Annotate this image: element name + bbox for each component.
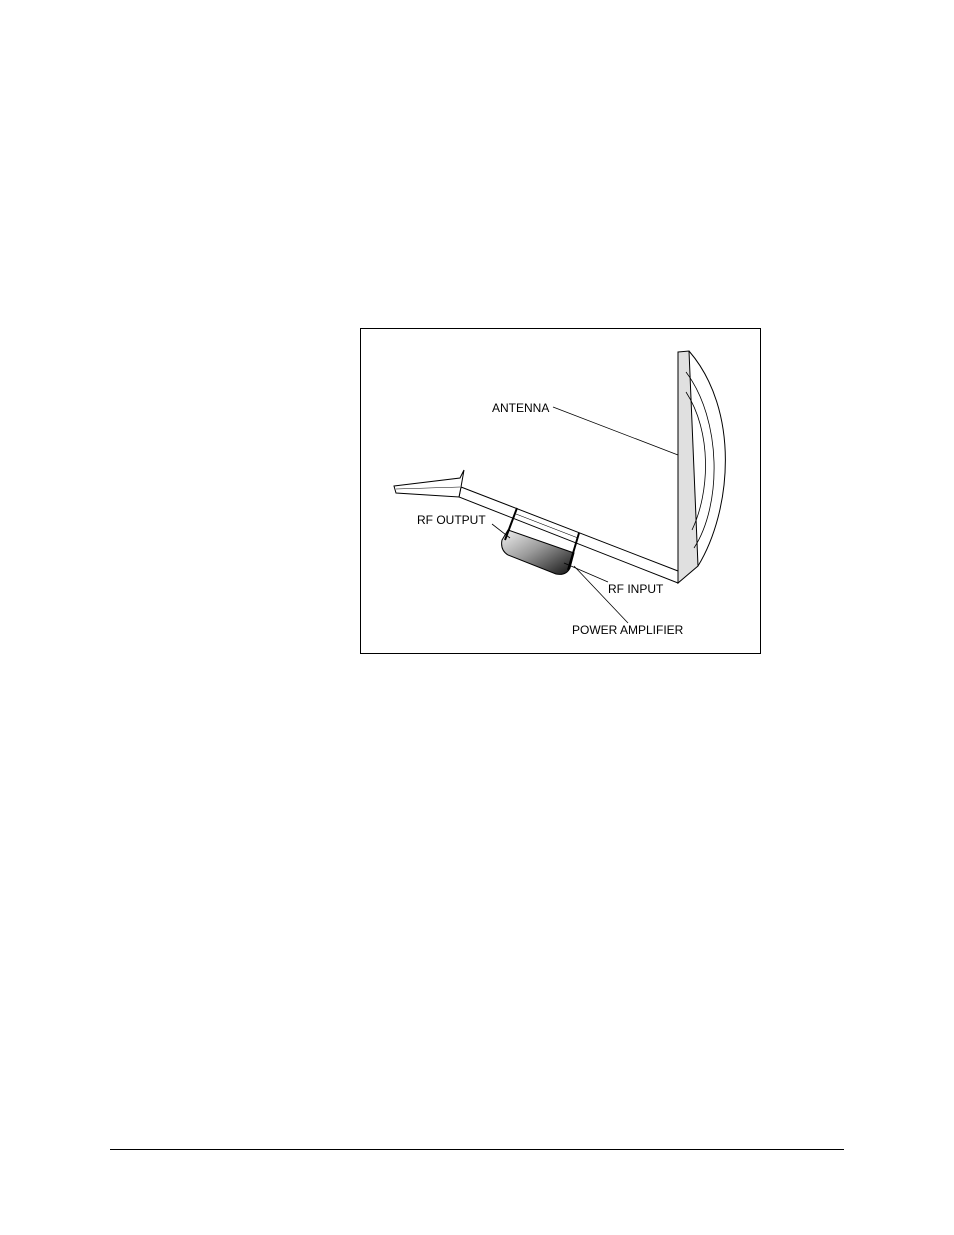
feed-horn [394,470,464,497]
power-amplifier-label: POWER AMPLIFIER [572,623,684,637]
antenna-reflector [678,351,725,583]
rf-output-label: RF OUTPUT [417,513,486,527]
antenna-label: ANTENNA [492,401,549,415]
rf-input-label: RF INPUT [608,582,664,596]
antenna-leader [553,407,678,455]
footer-rule [110,1149,844,1150]
